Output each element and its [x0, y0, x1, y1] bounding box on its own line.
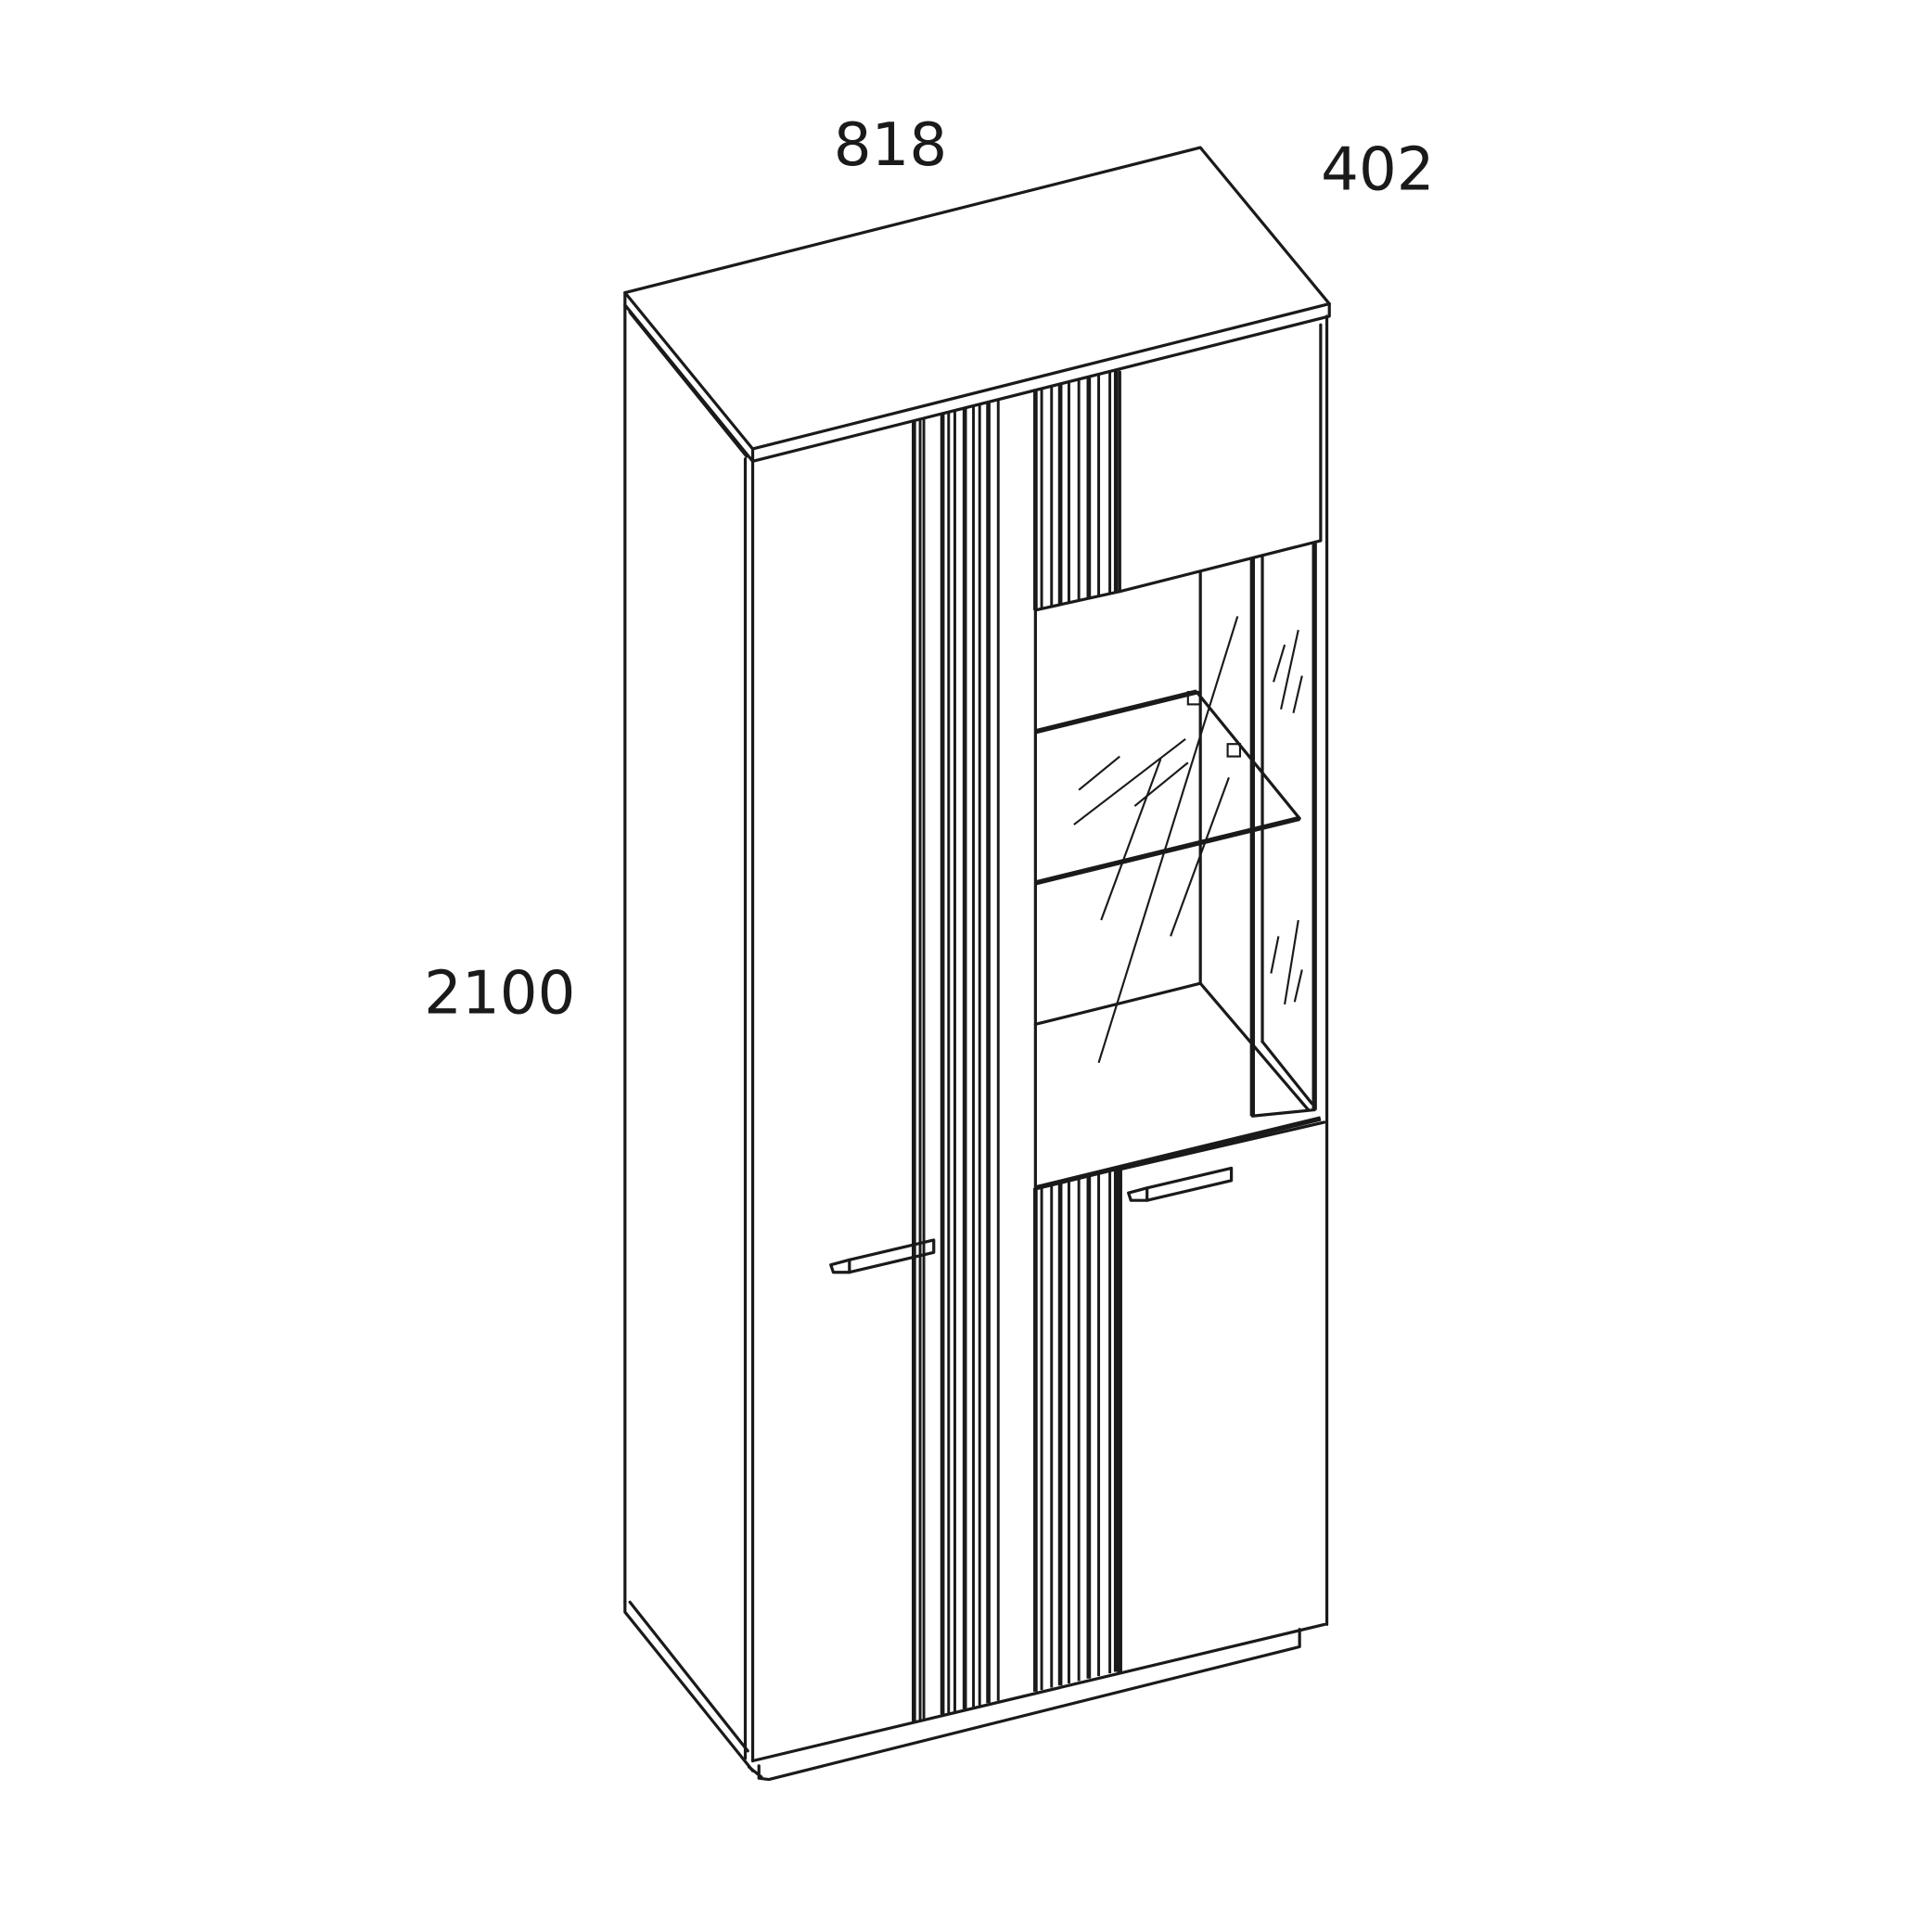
decorative-slats	[912, 369, 1119, 1721]
cabinet-side-panel	[623, 303, 755, 1772]
glass-display-section	[1033, 543, 1322, 1191]
cabinet-front-frame	[747, 314, 1329, 1782]
height-dimension-label: 2100	[424, 958, 575, 1028]
cabinet-top	[623, 146, 1331, 463]
width-dimension-label: 818	[834, 110, 947, 180]
lower-right-door[interactable]	[1117, 1120, 1326, 1674]
right-door-handle[interactable]	[1127, 1166, 1234, 1202]
glass-reflection-lines	[1073, 616, 1303, 1064]
depth-dimension-label: 402	[1321, 135, 1434, 205]
upper-right-panel	[1118, 323, 1323, 594]
left-door-handle[interactable]	[829, 1238, 936, 1274]
